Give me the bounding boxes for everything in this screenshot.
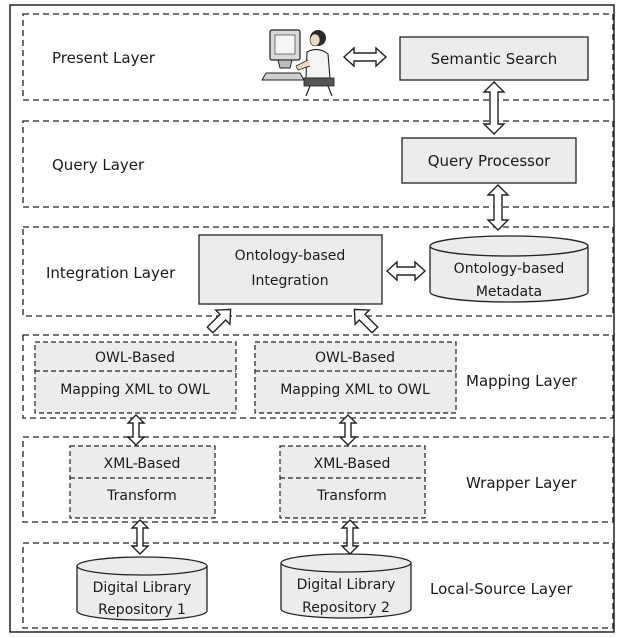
mapping2-wrapper2-double-arrow — [338, 414, 358, 446]
repository-2-line1: Digital Library — [297, 577, 396, 593]
wrapper-box-2 — [279, 445, 426, 519]
semantic-search-label: Semantic Search — [431, 50, 558, 68]
mapping1-wrapper1-double-arrow — [126, 414, 146, 446]
ontology-integration-line1: Ontology-based — [235, 248, 346, 264]
semantic-search-box — [399, 36, 589, 81]
search-query-double-arrow — [482, 81, 506, 135]
repository-1-line2: Repository 1 — [98, 602, 186, 618]
wrapper1-repo1-double-arrow — [130, 519, 150, 555]
mapping-2-bottom-label: Mapping XML to OWL — [280, 382, 430, 398]
present-layer-band — [22, 13, 614, 101]
query-processor-label: Query Processor — [428, 152, 551, 170]
ontology-integration-box — [198, 234, 383, 305]
mapping-1-top-label: OWL-Based — [95, 350, 175, 366]
local-source-layer-label: Local-Source Layer — [430, 580, 573, 598]
wrapper-2-top-label: XML-Based — [314, 456, 391, 472]
repository-1-line1: Digital Library — [93, 580, 192, 596]
mapping-box-2 — [254, 341, 457, 414]
mapping-layer-band — [22, 334, 614, 419]
ontology-integration-line2: Integration — [251, 273, 328, 289]
repository-1-cylinder — [76, 556, 208, 621]
query-layer-label: Query Layer — [52, 156, 145, 174]
wrapper-layer-band — [22, 436, 614, 523]
local-source-layer-band — [22, 542, 614, 629]
mapping-layer-label: Mapping Layer — [466, 372, 578, 390]
ontology-metadata-line2: Metadata — [476, 284, 542, 300]
wrapper-layer-label: Wrapper Layer — [466, 474, 577, 492]
wrapper-2-bottom-label: Transform — [316, 488, 387, 504]
outer-frame — [9, 4, 615, 633]
query-layer-band — [22, 120, 614, 208]
present-layer-label: Present Layer — [52, 49, 156, 67]
integration-layer-band — [22, 226, 614, 317]
wrapper-1-bottom-label: Transform — [106, 488, 177, 504]
integration-layer-label: Integration Layer — [46, 264, 176, 282]
wrapper2-repo2-double-arrow — [340, 519, 360, 555]
repository-2-cylinder — [280, 553, 412, 619]
mapping-box-1 — [34, 341, 237, 414]
query-metadata-double-arrow — [486, 184, 510, 231]
present-double-arrow — [342, 46, 388, 68]
wrapper-1-top-label: XML-Based — [104, 456, 181, 472]
repository-2-line2: Repository 2 — [302, 600, 390, 616]
ontology-metadata-line1: Ontology-based — [454, 261, 565, 277]
user-at-computer-icon — [261, 29, 335, 97]
mapping-1-bottom-label: Mapping XML to OWL — [60, 382, 210, 398]
mapping1-to-integration-arrow — [206, 308, 232, 334]
wrapper-box-1 — [69, 445, 216, 519]
integration-metadata-double-arrow — [385, 260, 427, 282]
query-processor-box — [401, 137, 577, 184]
ontology-metadata-cylinder — [429, 235, 589, 303]
mapping-2-top-label: OWL-Based — [315, 350, 395, 366]
mapping2-to-integration-arrow — [353, 308, 379, 334]
